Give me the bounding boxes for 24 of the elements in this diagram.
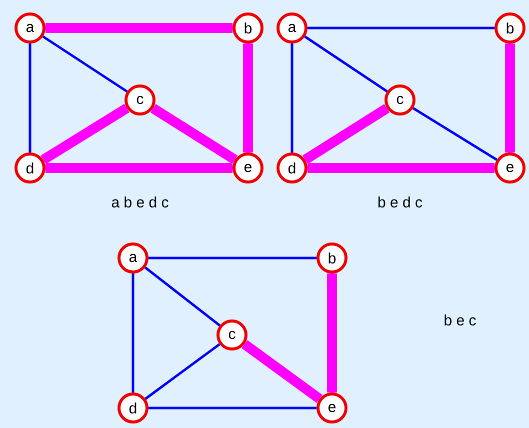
graph-edge [148,406,316,410]
graph-edge [304,36,388,92]
path-label: b e c [444,314,476,326]
graph-edge [28,44,32,152]
graph-edge [290,44,294,152]
graph-edge [308,163,494,173]
graph-edge [412,107,498,161]
graph-edge [46,23,232,33]
graph-edge [150,104,238,164]
graph-edge [243,44,253,152]
graph-edge [505,44,515,152]
path-label: b e d c [378,196,422,208]
graph-edge [302,104,390,164]
graph-edge [242,340,322,403]
graph-edge [46,163,232,173]
graph-edge [132,274,134,392]
graph-edge [42,35,128,93]
graph-edge [144,266,221,326]
path-label: a b e d c [112,196,168,208]
graph-edge [327,274,337,392]
graph-edge [308,26,494,30]
graph-edge [40,104,130,164]
graph-edge [148,256,316,260]
graph-edge [144,343,220,400]
